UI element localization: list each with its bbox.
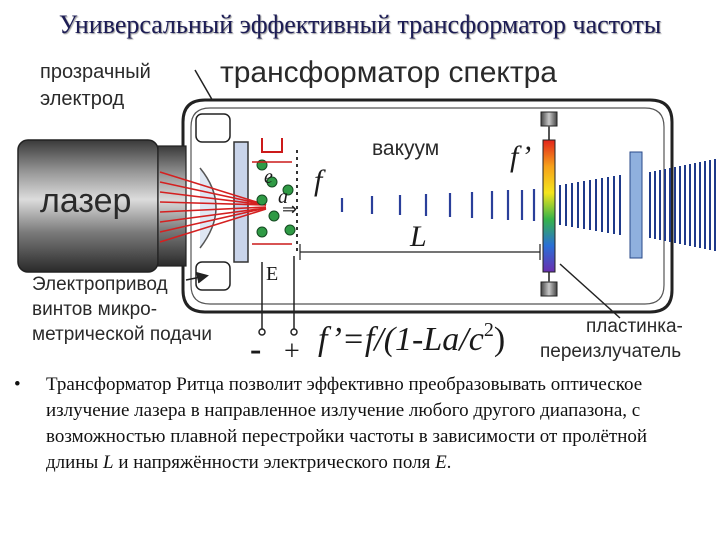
laser-beams (159, 171, 267, 243)
bullet-part1: Трансформатор Ритца позволит эффективно … (46, 374, 648, 473)
plate-pointer (559, 263, 621, 319)
formula-La: La/c (422, 321, 483, 358)
symbol-e: e (264, 166, 273, 188)
electrode-label-line1: прозрачный (40, 61, 151, 83)
acceleration-arrow: ⇒ (282, 199, 297, 219)
symbol-E: E (266, 263, 278, 285)
bullet-L: L (103, 452, 114, 473)
symbol-L: L (409, 220, 427, 253)
formula-close: ) (494, 321, 505, 358)
terminal-minus (258, 328, 266, 336)
vacuum-label: вакуум (372, 137, 439, 160)
symbol-a: a (278, 186, 288, 208)
minus-sign: - (250, 331, 261, 368)
bullet-symbol: • (14, 374, 21, 395)
plate-label-line2: переизлучатель (540, 341, 681, 362)
drive-label-line1: Электропривод (32, 274, 168, 295)
vacuum-chamber-inner (190, 107, 665, 305)
bullet-E: E (435, 452, 447, 473)
drive-label-line3: метрической подачи (32, 324, 212, 345)
laser-collar (157, 145, 187, 267)
field-wire (261, 138, 283, 153)
terminal-plus (290, 328, 298, 336)
drive-label-line2: винтов микро- (32, 299, 157, 320)
plus-sign: + (284, 336, 300, 367)
vacuum-chamber (181, 98, 674, 314)
slide-title: Универсальный эффективный трансформатор … (58, 10, 662, 39)
emitted-wave (340, 189, 536, 221)
field-arrows (252, 161, 292, 245)
formula-sup: 2 (484, 319, 494, 341)
plate-label-line1: пластинка- (586, 316, 683, 337)
drive-screw-bottom (195, 261, 231, 291)
drive-screw-top (195, 113, 231, 143)
bullet-text: Трансформатор Ритца позволит эффективно … (46, 372, 704, 476)
laser-label: лазер (40, 182, 131, 220)
output-window (629, 151, 643, 259)
plate-post-top (540, 111, 558, 127)
bullet-paragraph: • Трансформатор Ритца позволит эффективн… (14, 372, 704, 476)
output-beam (559, 159, 716, 251)
formula: f’=f/(1-La/c2) (318, 319, 505, 358)
re-emitter-plate (542, 139, 556, 273)
bullet-part3: . (446, 452, 452, 473)
bullet-part2: и напряжённости электрического поля (113, 452, 436, 473)
drive-pointer (185, 271, 209, 284)
formula-left: f’=f/(1- (318, 321, 423, 358)
spectrum-transformer-diagram: трансформатор спектра прозрачный электро… (17, 56, 716, 368)
symbol-f-prime: f’ (510, 140, 531, 173)
plate-post-bottom (540, 281, 558, 297)
diagram-heading: трансформатор спектра (220, 56, 557, 89)
electrode-label-line2: электрод (40, 88, 125, 110)
